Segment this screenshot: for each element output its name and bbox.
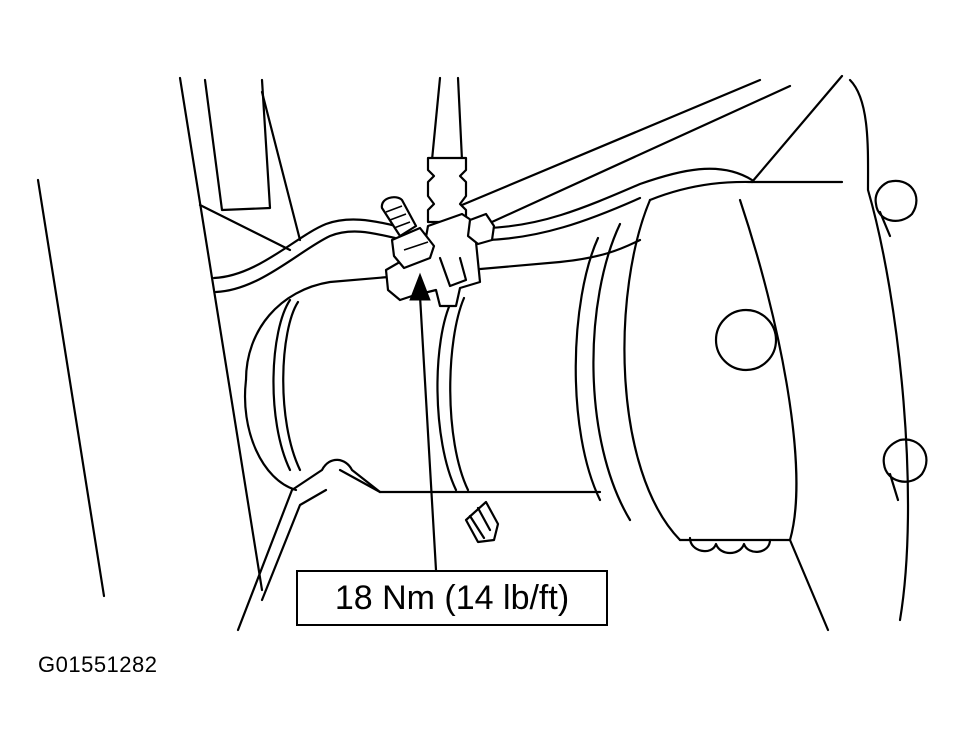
panel-edge-inner [203,78,272,212]
drum-inner-ring [574,236,602,502]
brake-line-lower [214,230,397,294]
lug-stud-lower [882,438,928,502]
axle-tube-middle-ring [436,296,470,492]
hose-crimp-fitting [426,156,468,224]
lower-bracket [236,458,382,632]
panel-edge-outer [178,76,264,592]
drum-outer-face [648,180,844,202]
lower-stud [464,500,500,544]
lug-stud-upper [874,179,918,238]
drum-lower-bumps [688,536,772,555]
upper-frame-member [198,78,792,252]
brake-hose-right-edge [456,76,464,162]
figure-id-label: G01551282 [38,652,158,677]
hub-center-hole [714,308,778,372]
drum-ring-3 [623,198,682,542]
axle-housing-left-end [243,378,298,492]
backing-plate-outline [750,74,910,622]
brake-line-right-2 [486,196,642,242]
lower-stud-thread [468,506,492,540]
leader-arrowhead [409,272,431,301]
fitting-bracket-slot [438,256,468,288]
leader-line [418,294,438,572]
union-nut [466,212,496,246]
torque-spec-callout: 18 Nm (14 lb/ft) [296,570,608,626]
brake-line-upper [212,218,398,280]
axle-housing-outline [244,238,642,382]
axle-tube-left-ring [272,298,302,472]
bolt-hex-head [390,226,436,270]
bolt-hex-face [403,241,429,251]
brake-hose-left-edge [430,76,442,162]
backing-plate-inner [738,198,830,632]
lower-bracket-inner [260,488,328,602]
left-frame-line [36,178,106,598]
drum-ring-2 [592,222,632,522]
axle-tube-bottom [338,468,602,494]
brake-line-right [486,167,754,230]
bolt-threads [385,205,411,229]
torque-spec-text: 18 Nm (14 lb/ft) [334,578,570,617]
